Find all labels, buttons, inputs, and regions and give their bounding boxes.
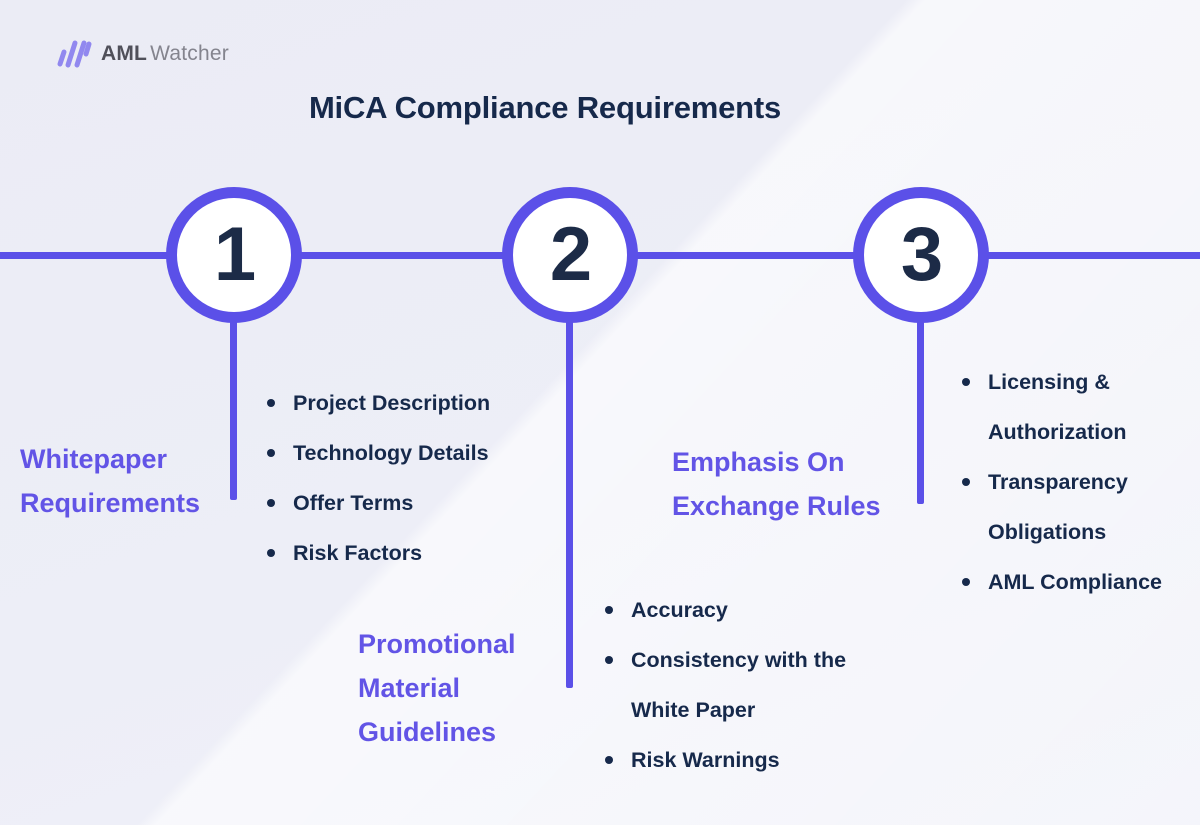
list-item-label: Transparency Obligations [988,470,1128,544]
page-title: MiCA Compliance Requirements [308,90,782,125]
list-item-label: Offer Terms [293,491,414,515]
step3-bullet-list: Licensing & Authorization Transparency O… [960,357,1180,607]
list-item: AML Compliance [960,557,1180,607]
list-item-label: Technology Details [293,441,489,465]
logo-brand-bold: AML [101,42,148,65]
list-item-label: Risk Warnings [631,748,780,772]
list-item: Project Description [265,378,555,428]
list-item-label: AML Compliance [988,570,1163,594]
step2-bullet-list: Accuracy Consistency with the White Pape… [603,585,858,785]
step1-heading: Whitepaper Requirements [20,444,201,518]
step2-heading: Promotional Material Guidelines [358,629,516,747]
step1-number: 1 [213,212,256,297]
list-item: Technology Details [265,428,555,478]
list-item-label: Risk Factors [293,541,423,565]
step3-number: 3 [900,212,943,297]
list-item: Accuracy [603,585,858,635]
list-item: Consistency with the White Paper [603,635,858,735]
step3-node-circle: 3 [853,187,989,323]
step3-heading: Emphasis On Exchange Rules [672,447,881,521]
list-item-label: Consistency with the White Paper [631,648,847,722]
step2-node-circle: 2 [502,187,638,323]
list-item: Risk Factors [265,528,555,578]
list-item: Transparency Obligations [960,457,1180,557]
amlwatcher-stripes-icon [55,39,92,69]
list-item-label: Project Description [293,391,491,415]
list-item: Licensing & Authorization [960,357,1180,457]
step1-connector-line [230,320,237,500]
step1-bullet-list: Project Description Technology Details O… [265,378,555,578]
logo-brand-light: Watcher [150,42,229,65]
list-item-label: Licensing & Authorization [988,370,1127,444]
step2-number: 2 [549,212,592,297]
step2-connector-line [566,320,573,688]
list-item-label: Accuracy [631,598,728,622]
step1-node-circle: 1 [166,187,302,323]
list-item: Offer Terms [265,478,555,528]
step3-connector-line [917,320,924,504]
list-item: Risk Warnings [603,735,858,785]
